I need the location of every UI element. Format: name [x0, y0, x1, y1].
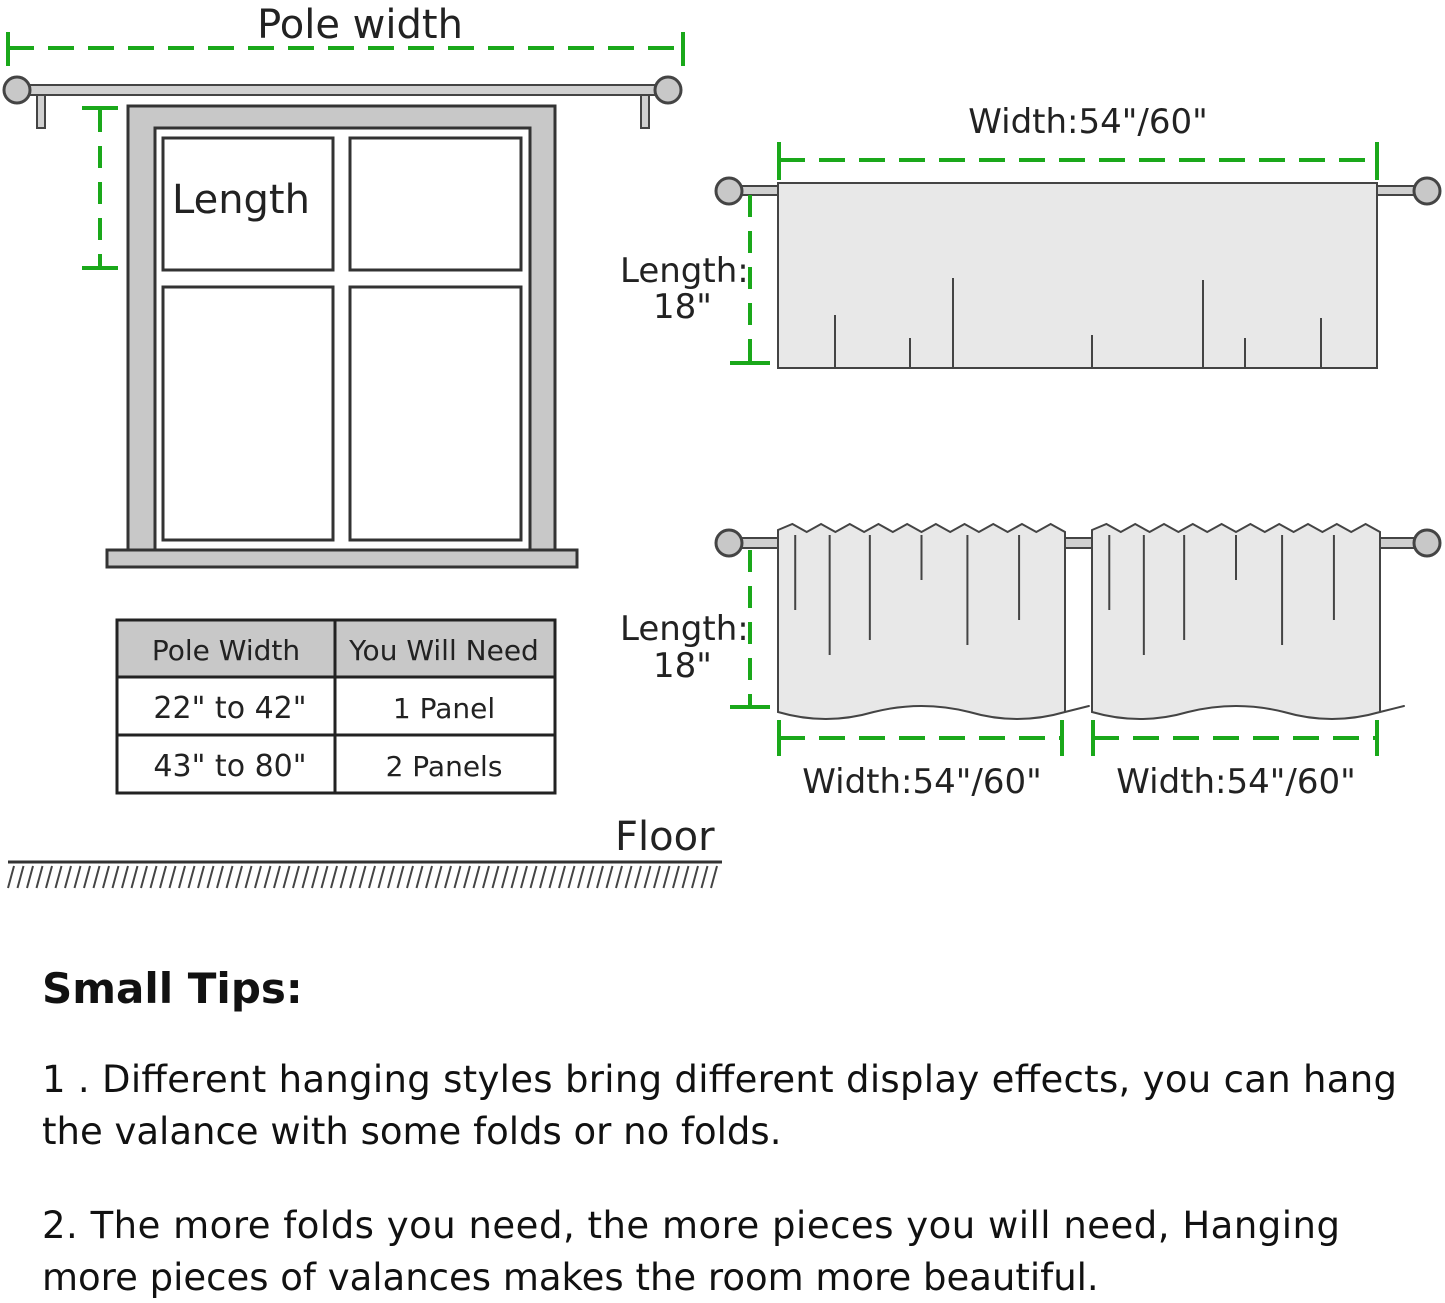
pole-width-dimension	[6, 32, 685, 66]
valance-panel	[777, 522, 1090, 720]
flat-length-value: 18"	[653, 287, 712, 327]
floor: Floor	[7, 814, 722, 889]
flat-valance-illustration: Width:54"/60" Length: 18"	[620, 102, 1442, 369]
table-cell: 43" to 80"	[153, 749, 306, 784]
tip-2-line-1: 2. The more folds you need, the more pie…	[42, 1204, 1340, 1247]
valance-panels	[777, 522, 1405, 720]
window-illustration: Pole width Length	[2, 2, 685, 569]
tip-2-line-2: more pieces of valances makes the room m…	[42, 1256, 1099, 1299]
gathered-length-value: 18"	[653, 646, 712, 686]
flat-length-label: Length:	[620, 251, 749, 291]
table-header: You Will Need	[348, 634, 539, 667]
small-tips: Small Tips: 1 . Different hanging styles…	[42, 964, 1397, 1299]
table-cell: 2 Panels	[386, 750, 503, 783]
tips-title: Small Tips:	[42, 964, 303, 1013]
curtain-rod	[2, 75, 683, 129]
tip-1-line-2: the valance with some folds or no folds.	[42, 1110, 781, 1153]
gathered-valance-illustration: Length: 18" Width:54"/60" Width:54"/60"	[620, 522, 1442, 802]
window-frame	[105, 104, 579, 569]
table-cell: 22" to 42"	[153, 691, 306, 726]
flat-width-label: Width:54"/60"	[968, 102, 1208, 142]
panel-width-label: Width:54"/60"	[802, 762, 1042, 802]
length-dimension	[82, 106, 118, 270]
valance-panel	[1091, 522, 1405, 720]
floor-label: Floor	[615, 814, 715, 860]
table-cell: 1 Panel	[393, 692, 495, 725]
pole-width-label: Pole width	[257, 2, 463, 48]
gathered-length-label: Length:	[620, 609, 749, 649]
tip-1-line-1: 1 . Different hanging styles bring diffe…	[42, 1058, 1397, 1101]
floor-hatching	[7, 865, 718, 889]
window-length-label: Length	[172, 177, 310, 223]
panel-table: Pole Width You Will Need 22" to 42" 1 Pa…	[115, 618, 557, 795]
panel-width-label: Width:54"/60"	[1116, 762, 1356, 802]
table-header: Pole Width	[152, 634, 300, 667]
